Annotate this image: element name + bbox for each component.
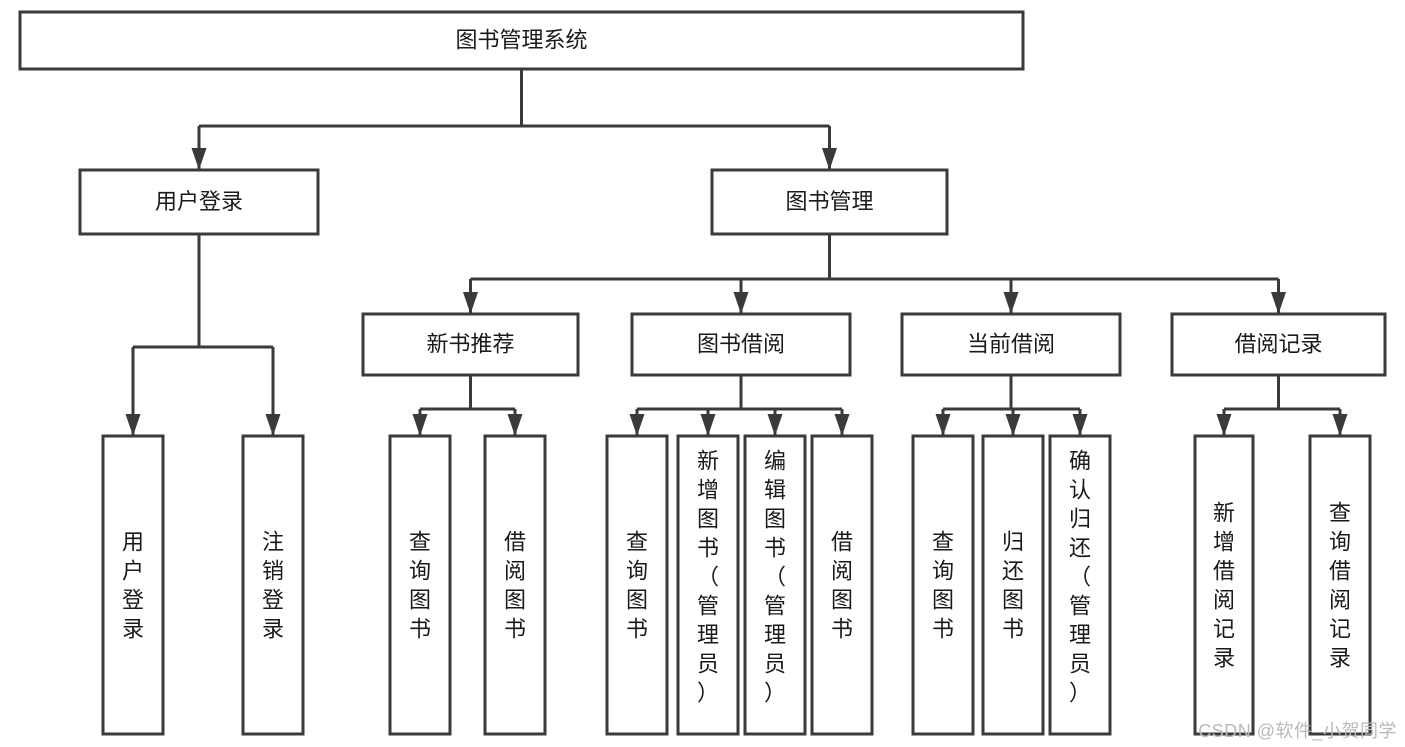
node-root[interactable]: 图书管理系统	[18, 10, 1025, 71]
node-user-login[interactable]: 用户登录	[78, 168, 320, 236]
node-label: 查询图书	[626, 530, 648, 642]
node-leaf-query-book-2[interactable]: 查询图书	[605, 434, 669, 736]
node-label: 编辑图书（管理员）	[764, 449, 786, 706]
node-box	[483, 434, 547, 736]
arrow-head-icon	[1216, 414, 1232, 436]
connectors-layer	[125, 69, 1348, 436]
nodes-layer: 图书管理系统用户登录图书管理新书推荐图书借阅当前借阅借阅记录用户登录注销登录查询…	[18, 10, 1387, 736]
node-box	[241, 434, 305, 736]
node-box	[743, 434, 807, 736]
node-box	[911, 434, 975, 736]
node-box	[1193, 434, 1255, 736]
node-leaf-logout[interactable]: 注销登录	[241, 434, 305, 736]
csdn-watermark: CSDN @软件_小贺同学	[1198, 721, 1397, 741]
arrow-head-icon	[834, 414, 850, 436]
node-box	[900, 312, 1122, 377]
node-leaf-user-login[interactable]: 用户登录	[101, 434, 165, 736]
arrow-head-icon	[629, 414, 645, 436]
node-label: 当前借阅	[967, 331, 1055, 356]
arrow-head-icon	[463, 292, 478, 314]
node-leaf-query-book-1[interactable]: 查询图书	[388, 434, 452, 736]
node-box	[78, 168, 320, 236]
arrow-head-icon	[822, 148, 837, 170]
node-box	[388, 434, 452, 736]
node-box	[810, 434, 874, 736]
node-leaf-borrow-book-2[interactable]: 借阅图书	[810, 434, 874, 736]
node-box	[101, 434, 165, 736]
node-label: 注销登录	[262, 530, 284, 642]
arrow-head-icon	[1072, 414, 1088, 436]
arrow-head-icon	[412, 414, 428, 436]
node-box	[1048, 434, 1112, 736]
arrow-head-icon	[700, 414, 716, 436]
node-box	[981, 434, 1045, 736]
node-label: 确认归还（管理员）	[1069, 449, 1091, 706]
node-current-borrow[interactable]: 当前借阅	[900, 312, 1122, 377]
arrow-head-icon	[125, 414, 141, 436]
node-book-borrow[interactable]: 图书借阅	[630, 312, 852, 377]
node-leaf-confirm-return[interactable]: 确认归还（管理员）	[1048, 434, 1112, 736]
node-book-manage[interactable]: 图书管理	[710, 168, 949, 236]
arrow-head-icon	[767, 414, 783, 436]
node-borrow-record[interactable]: 借阅记录	[1170, 312, 1387, 377]
node-label: 查询图书	[409, 530, 431, 642]
node-label: 归还图书	[1002, 530, 1024, 642]
node-label: 用户登录	[122, 530, 144, 642]
arrow-head-icon	[1003, 292, 1019, 314]
node-leaf-borrow-book-1[interactable]: 借阅图书	[483, 434, 547, 736]
node-box	[18, 10, 1025, 71]
node-box	[1170, 312, 1387, 377]
node-leaf-add-book[interactable]: 新增图书（管理员）	[676, 434, 740, 736]
node-box	[605, 434, 669, 736]
arrow-head-icon	[507, 414, 523, 436]
node-box	[630, 312, 852, 377]
node-label: 图书借阅	[697, 331, 785, 356]
node-label: 新增图书（管理员）	[697, 449, 719, 706]
node-leaf-return-book[interactable]: 归还图书	[981, 434, 1045, 736]
node-label: 新书推荐	[426, 331, 514, 356]
node-label: 新增借阅记录	[1213, 501, 1235, 671]
node-label: 借阅图书	[504, 530, 526, 642]
node-label: 图书管理	[785, 189, 873, 214]
node-label: 借阅记录	[1234, 331, 1322, 356]
node-leaf-query-record[interactable]: 查询借阅记录	[1308, 434, 1372, 736]
node-leaf-add-record[interactable]: 新增借阅记录	[1193, 434, 1255, 736]
node-label: 图书管理系统	[455, 27, 587, 52]
node-box	[1308, 434, 1372, 736]
node-box	[361, 312, 580, 377]
node-leaf-edit-book[interactable]: 编辑图书（管理员）	[743, 434, 807, 736]
node-label: 查询借阅记录	[1329, 501, 1351, 671]
arrow-head-icon	[265, 414, 281, 436]
node-new-book-rec[interactable]: 新书推荐	[361, 312, 580, 377]
node-label: 查询图书	[932, 530, 954, 642]
node-label: 借阅图书	[831, 530, 853, 642]
node-box	[710, 168, 949, 236]
arrow-head-icon	[191, 148, 207, 170]
arrow-head-icon	[1005, 414, 1021, 436]
arrow-head-icon	[935, 414, 951, 436]
node-box	[676, 434, 740, 736]
arrow-head-icon	[733, 292, 749, 314]
node-label: 用户登录	[155, 189, 243, 214]
arrow-head-icon	[1271, 292, 1286, 314]
node-leaf-query-book-3[interactable]: 查询图书	[911, 434, 975, 736]
arrow-head-icon	[1332, 414, 1348, 436]
